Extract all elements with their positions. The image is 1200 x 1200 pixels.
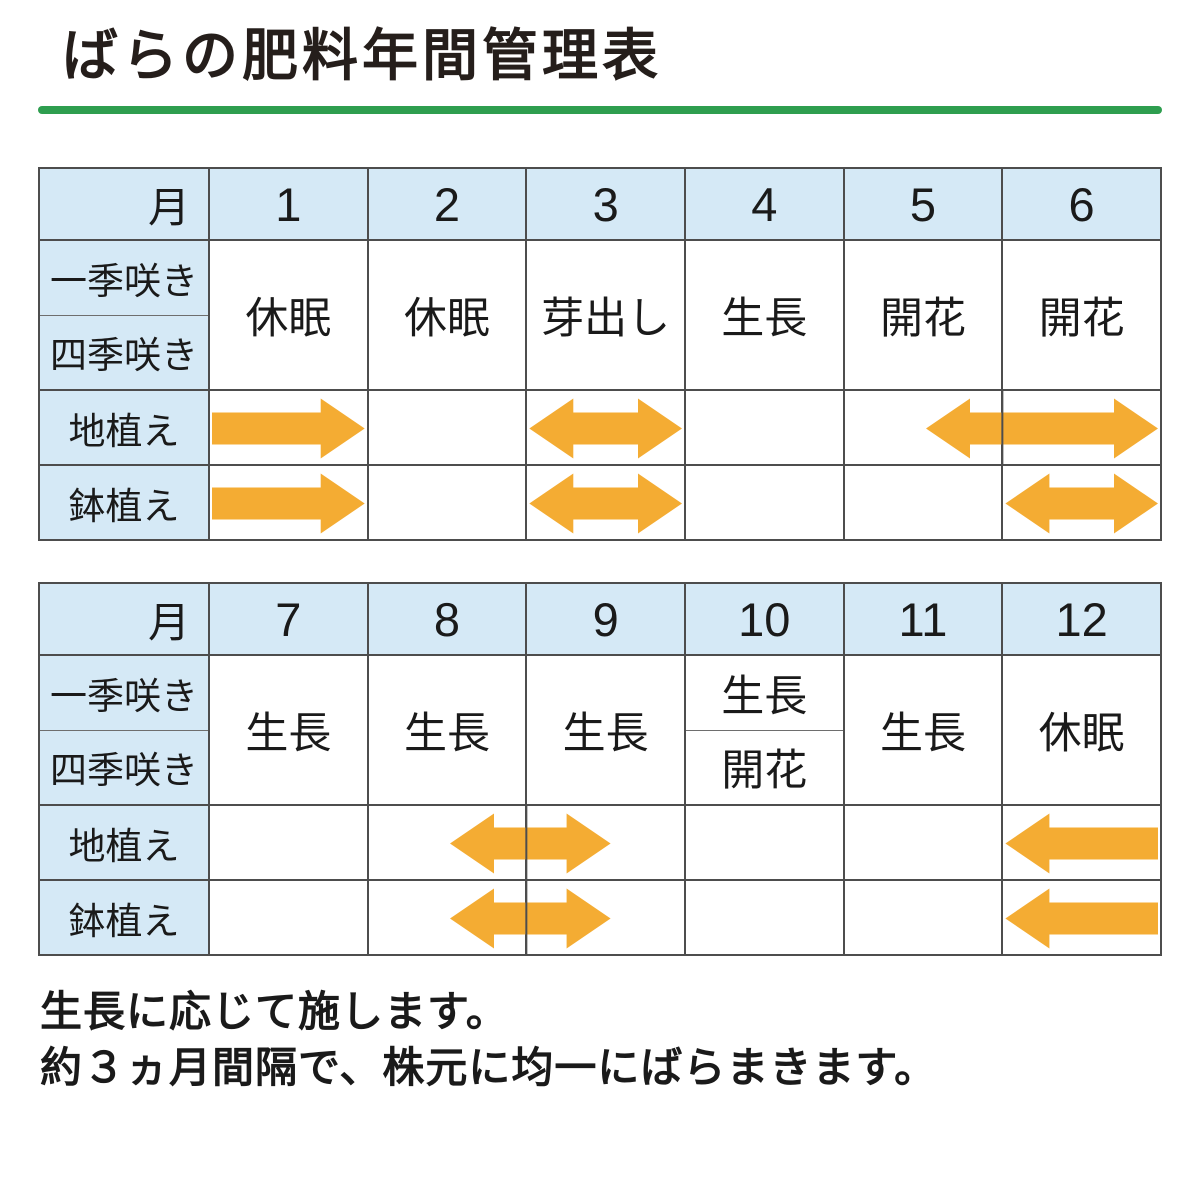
footnotes: 生長に応じて施します。 約３ヵ月間隔で、株元に均一にばらまきます。	[40, 984, 937, 1096]
row-label-repeat-blooming: 四季咲き	[38, 729, 210, 806]
fertilizer-cell	[842, 804, 1004, 881]
fertilizer-cell	[842, 464, 1004, 541]
month-header-cell: 12	[1001, 582, 1162, 656]
row-label-pot: 鉢植え	[38, 879, 210, 956]
fertilizer-cell	[525, 804, 686, 881]
fertilizer-cell	[1001, 464, 1162, 541]
footnote-line-2: 約３ヵ月間隔で、株元に均一にばらまきます。	[40, 1044, 938, 1091]
phase-cell: 芽出し	[525, 239, 686, 391]
fertilizer-cell	[366, 804, 528, 881]
month-header-cell: 10	[683, 582, 845, 656]
phase-cell-top: 生長	[683, 654, 845, 731]
row-label-once-blooming: 一季咲き	[38, 239, 210, 316]
footnote-line-1: 生長に応じて施します。	[40, 988, 509, 1035]
title-underline	[38, 106, 1162, 114]
phase-cell: 生長	[366, 654, 528, 806]
row-label-ground: 地植え	[38, 804, 210, 881]
fertilizer-cell	[208, 389, 369, 466]
row-label-ground: 地植え	[38, 389, 210, 466]
phase-cell-bottom: 開花	[683, 729, 845, 806]
fertilizer-cell	[525, 389, 686, 466]
phase-cell: 開花	[842, 239, 1004, 391]
fertilizer-cell	[683, 389, 845, 466]
fertilizer-cell	[1001, 804, 1162, 881]
month-corner-cell: 月	[38, 167, 210, 241]
fertilizer-cell	[842, 879, 1004, 956]
phase-cell: 休眠	[366, 239, 528, 391]
page-title: ばらの肥料年間管理表	[62, 24, 662, 87]
fertilizer-cell	[366, 389, 528, 466]
phase-cell: 生長	[683, 239, 845, 391]
fertilizer-cell	[683, 804, 845, 881]
month-header-cell: 3	[525, 167, 686, 241]
phase-cell: 休眠	[1001, 654, 1162, 806]
fertilizer-cell	[1001, 389, 1162, 466]
month-header-cell: 2	[366, 167, 528, 241]
fertilizer-cell	[208, 804, 369, 881]
fertilizer-cell	[366, 879, 528, 956]
fertilizer-cell	[1001, 879, 1162, 956]
fertilizer-cell	[842, 389, 1004, 466]
month-header-cell: 9	[525, 582, 686, 656]
fertilizer-cell	[208, 879, 369, 956]
month-header-cell: 1	[208, 167, 369, 241]
phase-cell: 開花	[1001, 239, 1162, 391]
row-label-once-blooming: 一季咲き	[38, 654, 210, 731]
month-corner-cell: 月	[38, 582, 210, 656]
month-header-cell: 6	[1001, 167, 1162, 241]
month-header-cell: 5	[842, 167, 1004, 241]
fertilizer-cell	[683, 464, 845, 541]
phase-cell: 生長	[208, 654, 369, 806]
phase-cell: 生長	[525, 654, 686, 806]
row-label-repeat-blooming: 四季咲き	[38, 314, 210, 391]
phase-cell: 生長	[842, 654, 1004, 806]
month-header-cell: 8	[366, 582, 528, 656]
month-header-cell: 4	[683, 167, 845, 241]
fertilizer-cell	[525, 464, 686, 541]
row-label-pot: 鉢植え	[38, 464, 210, 541]
fertilizer-cell	[683, 879, 845, 956]
fertilizer-cell	[366, 464, 528, 541]
fertilizer-cell	[208, 464, 369, 541]
phase-cell: 休眠	[208, 239, 369, 391]
fertilizer-cell	[525, 879, 686, 956]
month-header-cell: 7	[208, 582, 369, 656]
month-header-cell: 11	[842, 582, 1004, 656]
